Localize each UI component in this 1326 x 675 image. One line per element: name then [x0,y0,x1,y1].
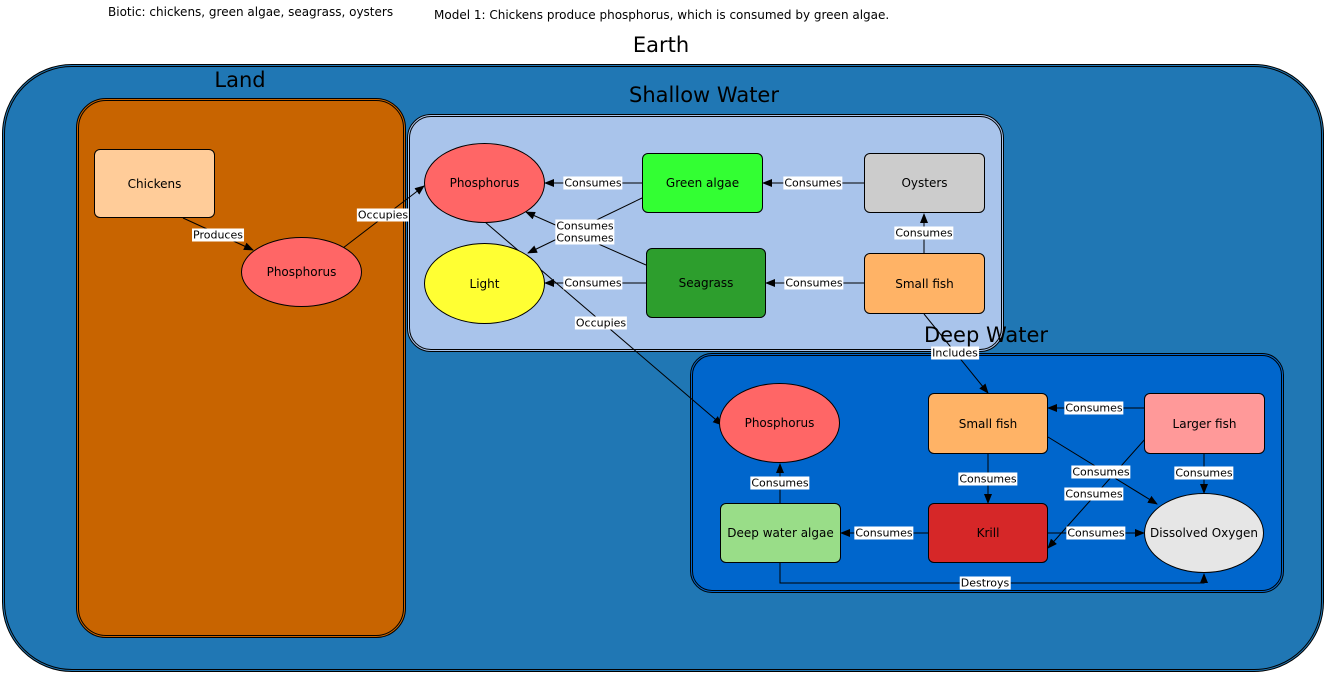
edge-label-ga-light: Consumes [555,231,615,245]
edge-label-sf-oy: Consumes [894,226,954,240]
edge-label-dwa-phos: Consumes [750,476,810,490]
node-shallow-phosphorus[interactable]: Phosphorus [424,143,545,223]
edge-label-occupies-2: Occupies [574,316,628,330]
edge-label-lf-krill: Consumes [1064,487,1124,501]
node-seagrass[interactable]: Seagrass [646,248,766,318]
earth-title: Earth [632,33,690,57]
edge-label-occupies-1: Occupies [356,208,410,222]
node-green-algae[interactable]: Green algae [642,153,763,213]
node-larger-fish[interactable]: Larger fish [1144,393,1265,454]
node-light[interactable]: Light [424,243,545,324]
model-note: Model 1: Chickens produce phosphorus, wh… [434,8,890,22]
node-oysters[interactable]: Oysters [864,153,985,213]
edge-label-ga-phos: Consumes [563,176,623,190]
edge-label-krill-dwa: Consumes [854,526,914,540]
node-deep-small-fish[interactable]: Small fish [928,393,1048,454]
shallow-water-title: Shallow Water [629,83,779,107]
edge-label-sg-phos: Consumes [555,219,615,233]
edge-label-lf-sf: Consumes [1064,401,1124,415]
edge-label-lf-do: Consumes [1174,466,1234,480]
edge-label-includes: Includes [931,346,979,360]
node-deep-water-algae[interactable]: Deep water algae [720,503,841,563]
node-chickens[interactable]: Chickens [94,149,215,218]
deep-water-title: Deep Water [923,323,1049,347]
node-deep-phosphorus[interactable]: Phosphorus [719,383,840,463]
edge-label-produces: Produces [192,228,244,242]
edge-label-oy-ga: Consumes [783,176,843,190]
land-title: Land [214,68,266,92]
node-land-phosphorus[interactable]: Phosphorus [241,237,362,307]
edge-label-krill-do: Consumes [1066,526,1126,540]
node-shallow-small-fish[interactable]: Small fish [864,253,985,314]
node-krill[interactable]: Krill [928,503,1048,563]
biotic-note: Biotic: chickens, green algae, seagrass,… [108,5,394,19]
edge-label-sg-light: Consumes [563,276,623,290]
edge-label-destroys: Destroys [959,576,1011,590]
edge-label-sf-sg: Consumes [784,276,844,290]
edge-label-sf-do: Consumes [1071,465,1131,479]
edge-label-sf-krill: Consumes [958,472,1018,486]
node-dissolved-oxygen[interactable]: Dissolved Oxygen [1144,493,1264,573]
